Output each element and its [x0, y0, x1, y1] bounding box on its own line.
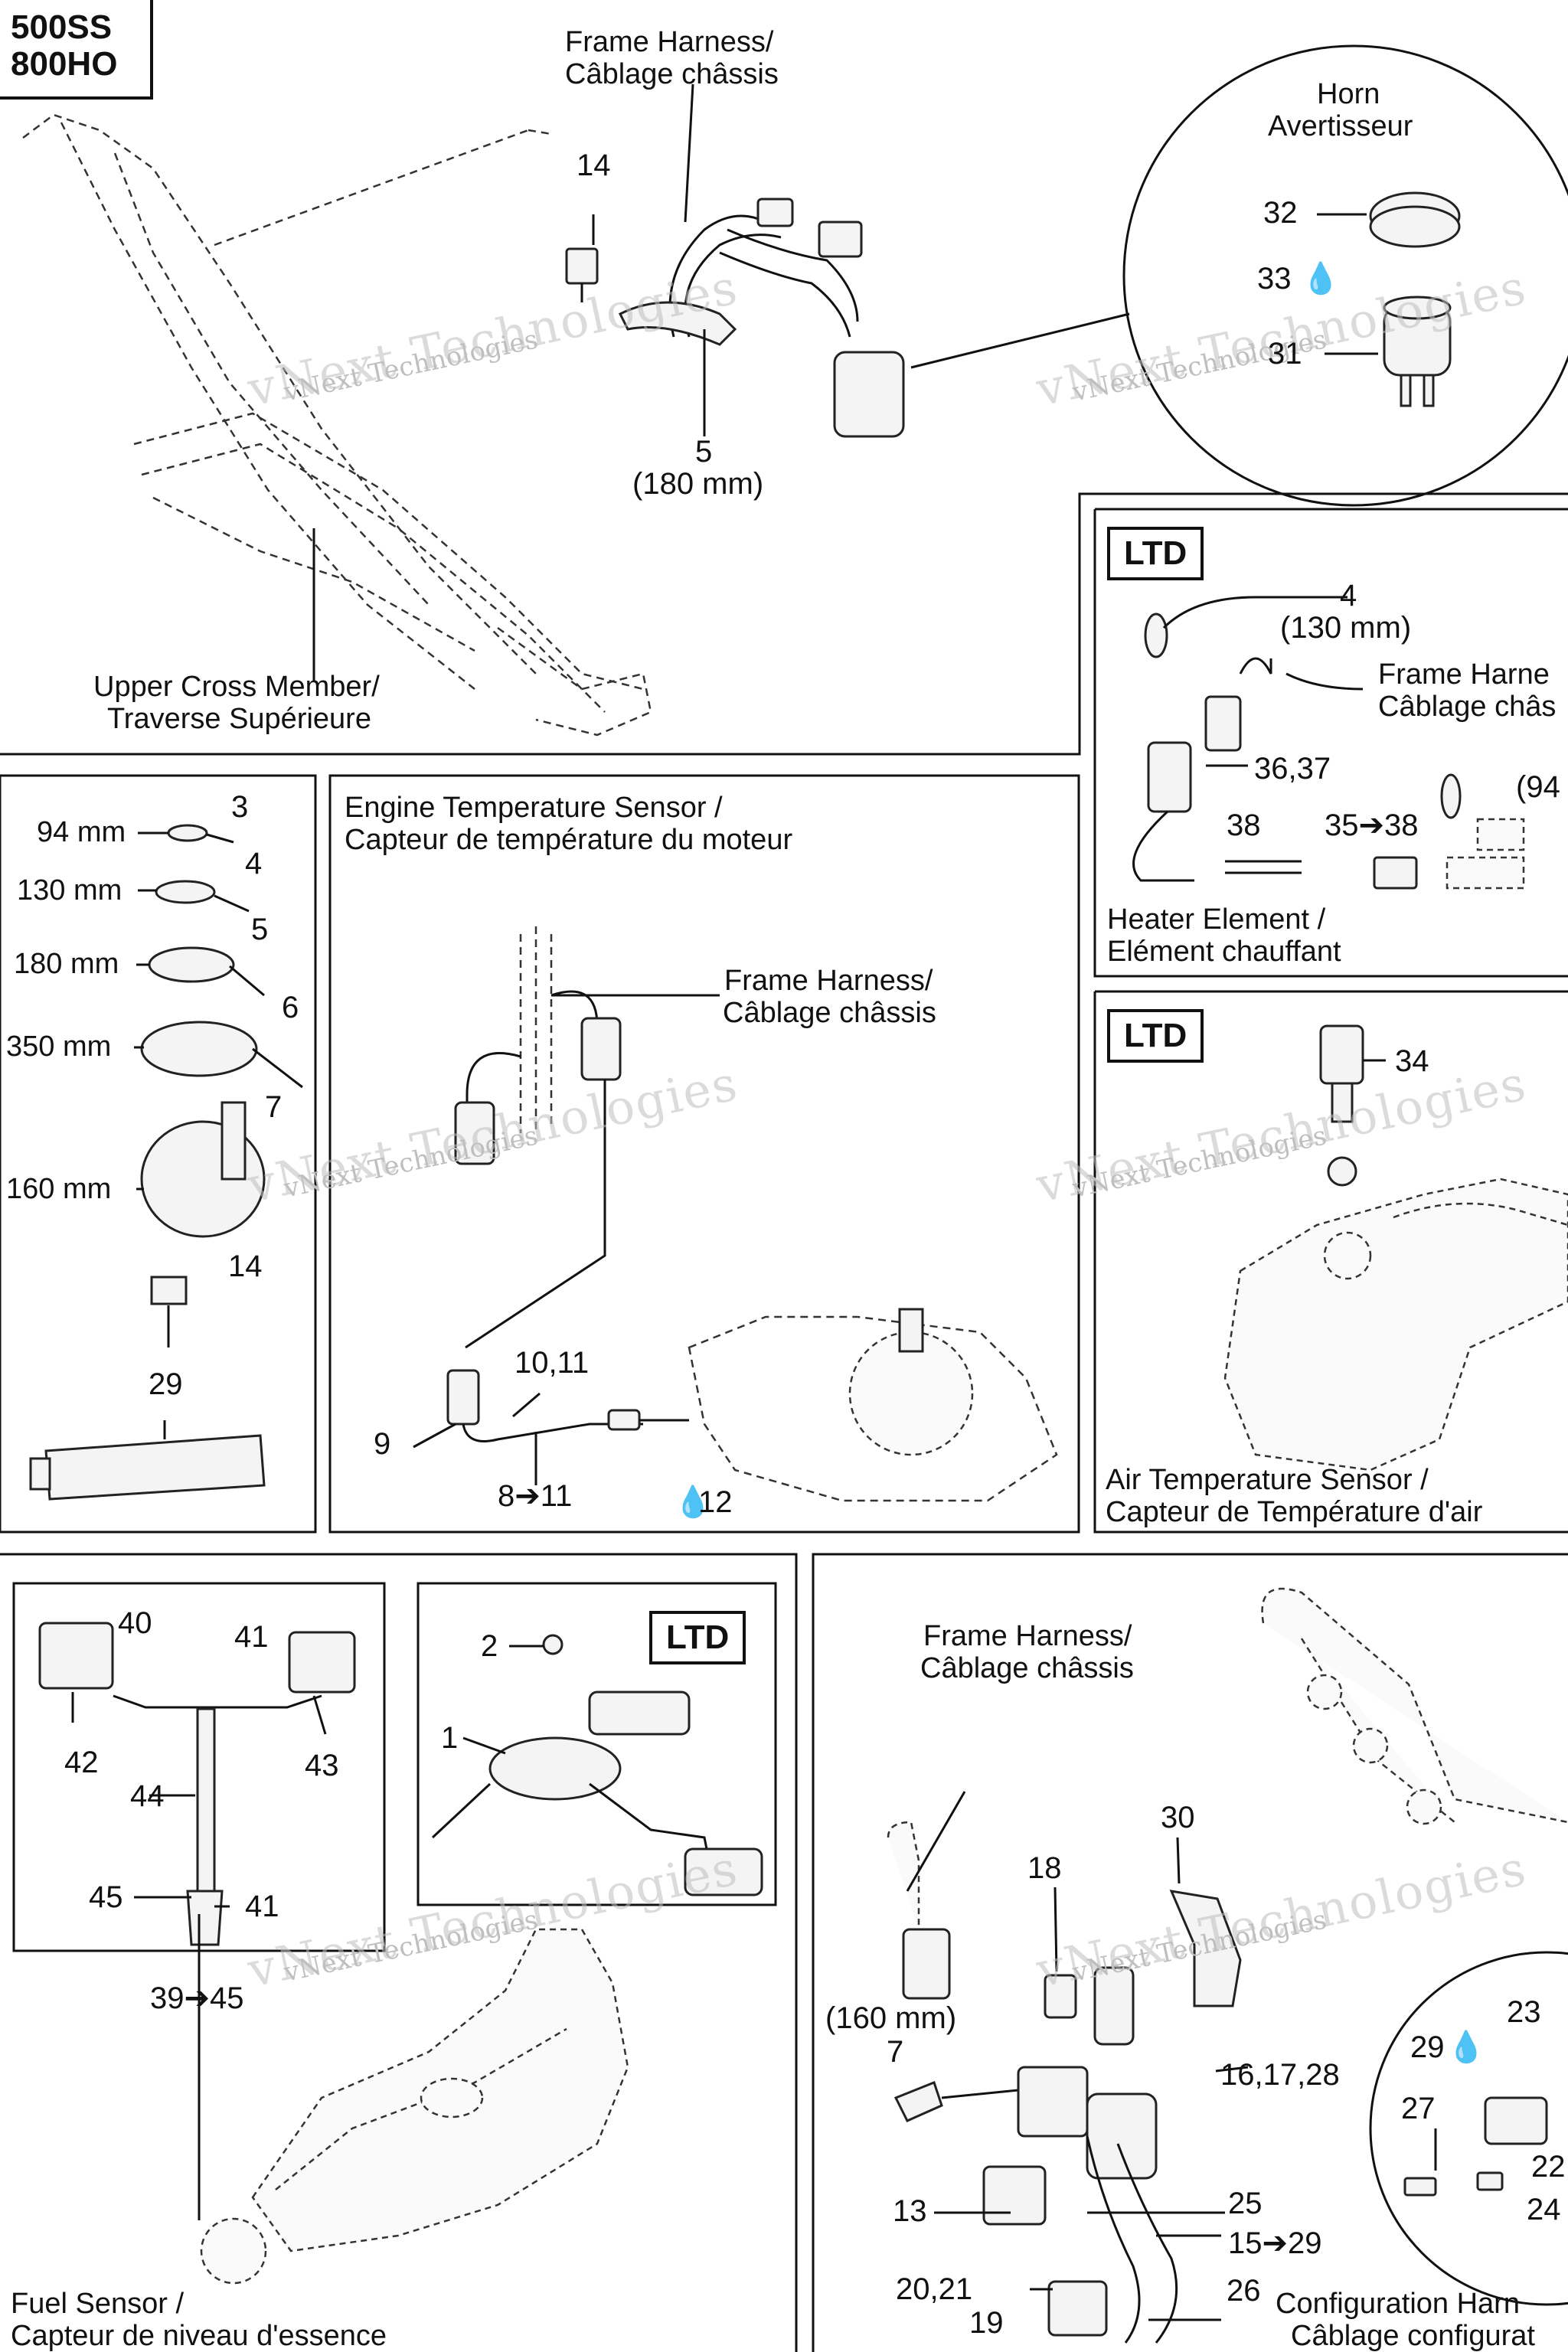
model-label: 500SS — [11, 8, 113, 46]
callout-8-11: 8➔11 — [498, 1479, 573, 1513]
fuel-tank-illustration — [198, 1914, 629, 2285]
upper-cross-member-label: Traverse Supérieure — [107, 703, 371, 735]
callout-14: 14 — [577, 149, 611, 182]
callout-5: 5 — [695, 435, 713, 469]
callout-26: 26 — [1227, 2274, 1261, 2308]
callout-19: 19 — [969, 2306, 1004, 2340]
callout-36-37: 36,37 — [1254, 752, 1331, 786]
callout-32: 32 — [1263, 196, 1298, 230]
callout-22: 22 — [1531, 2150, 1566, 2184]
frame-harness-label: Câblage châssis — [565, 58, 779, 90]
drop-icon: 💧 — [1447, 2030, 1485, 2064]
callout-42: 42 — [64, 1746, 99, 1779]
tie-size: 180 mm — [14, 948, 119, 980]
config-harness-illustrations — [887, 1587, 1568, 2344]
ties-illustrations — [29, 824, 303, 1501]
tie-size: 350 mm — [6, 1031, 112, 1063]
air-temp-title: Capteur de Température d'air — [1106, 1496, 1483, 1528]
configuration-harness-title: Configuration Harn — [1276, 2288, 1520, 2320]
callout-12: 12 — [698, 1485, 733, 1519]
callout-44: 44 — [130, 1779, 165, 1813]
air-temp-title: Air Temperature Sensor / — [1106, 1464, 1429, 1496]
configuration-harness-title: Câblage configurat — [1291, 2320, 1535, 2352]
callout-7: 7 — [265, 1090, 283, 1124]
callout-4: 4 — [1340, 579, 1357, 612]
callout-23: 23 — [1507, 1995, 1541, 2029]
callout-33: 33 — [1257, 262, 1292, 296]
callout-40: 40 — [118, 1606, 152, 1640]
horn-parts — [1317, 191, 1461, 407]
callout-24: 24 — [1527, 2193, 1561, 2226]
frame-harness-label: Frame Harne — [1378, 658, 1550, 691]
heater-illustrations — [1132, 596, 1525, 890]
upper-cross-member-label: Upper Cross Member/ — [93, 671, 380, 703]
drop-icon: 💧 — [674, 1485, 712, 1519]
callout-2: 2 — [481, 1629, 498, 1663]
frame-structure — [22, 113, 652, 737]
ltd-badge: LTD — [1107, 527, 1204, 580]
fuel-connector-illustrations — [38, 1622, 356, 1946]
callout-41: 41 — [245, 1890, 279, 1923]
callout-29: 29 — [1410, 2030, 1445, 2064]
callout-35-38: 35➔38 — [1325, 808, 1419, 842]
tie-size: 94 mm — [37, 816, 126, 848]
callout-13: 13 — [893, 2194, 927, 2228]
model-label-box: 500SS 800HO — [0, 0, 153, 100]
ltd-badge: LTD — [649, 1611, 746, 1664]
horn-label: Horn — [1317, 78, 1380, 110]
tie-size: (180 mm) — [632, 467, 764, 501]
callout-34: 34 — [1395, 1044, 1429, 1078]
callout-31: 31 — [1268, 337, 1302, 371]
frame-harness-label: Câblage châssis — [723, 997, 936, 1029]
callout-14: 14 — [228, 1250, 263, 1283]
tie-size: (160 mm) — [825, 2001, 957, 2035]
fuel-sensor-title: Capteur de niveau d'essence — [11, 2320, 387, 2352]
tie-size: (94 — [1516, 770, 1560, 804]
air-temp-illustrations — [1223, 1024, 1568, 1472]
heater-element-title: Elément chauffant — [1107, 936, 1341, 968]
callout-25: 25 — [1228, 2187, 1263, 2220]
callout-16-17-28: 16,17,28 — [1220, 2058, 1340, 2092]
callout-15-29: 15➔29 — [1228, 2226, 1322, 2260]
engine-temp-illustrations — [413, 926, 1058, 1502]
tie-size: 130 mm — [17, 874, 122, 906]
callout-6: 6 — [282, 991, 299, 1024]
callout-1: 1 — [441, 1721, 459, 1755]
callout-38: 38 — [1227, 808, 1261, 842]
frame-harness-top — [565, 83, 905, 438]
fuel-gauge-illustrations — [431, 1634, 763, 1896]
drop-icon: 💧 — [1302, 262, 1340, 296]
frame-harness-label: Câblage châs — [1378, 691, 1557, 723]
callout-27: 27 — [1401, 2092, 1436, 2125]
callout-3: 3 — [231, 790, 249, 824]
tie-size: 160 mm — [6, 1173, 112, 1205]
fuel-sensor-title: Fuel Sensor / — [11, 2288, 184, 2320]
tie-size: (130 mm) — [1280, 611, 1412, 645]
callout-45: 45 — [89, 1880, 123, 1914]
engine-temp-title: Engine Temperature Sensor / — [345, 792, 723, 824]
callout-9: 9 — [374, 1427, 391, 1461]
engine-temp-title: Capteur de température du moteur — [345, 824, 793, 856]
callout-41: 41 — [234, 1620, 269, 1654]
ltd-badge: LTD — [1107, 1009, 1204, 1063]
callout-18: 18 — [1027, 1851, 1062, 1885]
callout-4: 4 — [245, 847, 263, 880]
horn-label: Avertisseur — [1268, 110, 1413, 142]
frame-harness-label: Frame Harness/ — [923, 1620, 1132, 1652]
callout-43: 43 — [305, 1749, 339, 1782]
model-label: 800HO — [11, 45, 118, 83]
callout-20-21: 20,21 — [896, 2272, 973, 2306]
callout-29: 29 — [149, 1367, 183, 1401]
callout-30: 30 — [1161, 1801, 1195, 1834]
frame-harness-label: Câblage châssis — [920, 1652, 1134, 1684]
callout-7: 7 — [887, 2035, 904, 2069]
heater-element-title: Heater Element / — [1107, 903, 1326, 936]
frame-harness-label: Frame Harness/ — [724, 965, 933, 997]
callout-39-45: 39➔45 — [150, 1981, 244, 2015]
frame-harness-label: Frame Harness/ — [565, 26, 774, 58]
callout-10-11: 10,11 — [514, 1346, 590, 1380]
callout-5: 5 — [251, 913, 269, 946]
